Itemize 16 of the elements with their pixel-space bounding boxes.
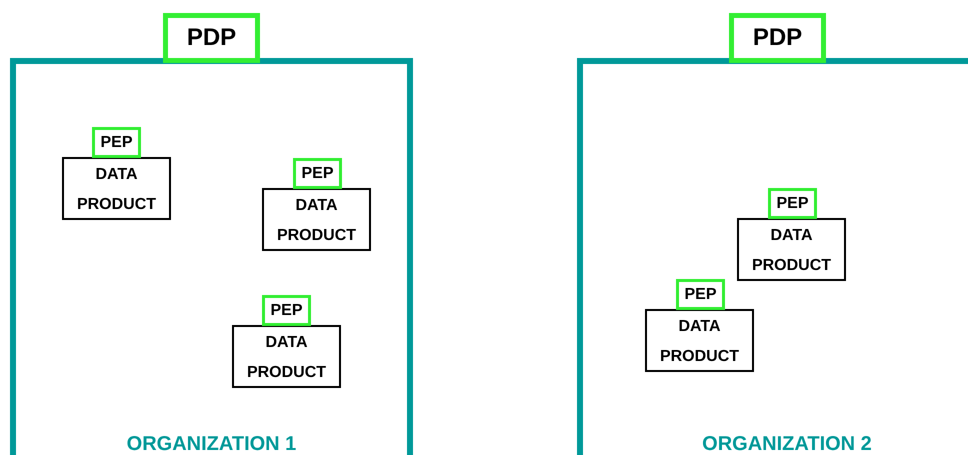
data-product-box: DATA PRODUCT <box>645 309 754 372</box>
pdp-box: PDP <box>729 13 826 63</box>
pep-tag: PEP <box>92 127 141 158</box>
pep-tag: PEP <box>676 279 725 310</box>
pep-tag: PEP <box>262 295 311 326</box>
pdp-box: PDP <box>163 13 260 63</box>
organization-label: ORGANIZATION 1 <box>126 433 296 455</box>
organization-frame <box>577 58 968 455</box>
pep-tag: PEP <box>768 188 817 219</box>
pep-tag: PEP <box>293 158 342 189</box>
data-product-box: DATA PRODUCT <box>262 188 371 251</box>
data-product-box: DATA PRODUCT <box>737 218 846 281</box>
organization-label: ORGANIZATION 2 <box>702 433 872 455</box>
data-product-box: DATA PRODUCT <box>232 325 341 388</box>
organization-frame <box>10 58 413 455</box>
data-product-box: DATA PRODUCT <box>62 157 171 220</box>
